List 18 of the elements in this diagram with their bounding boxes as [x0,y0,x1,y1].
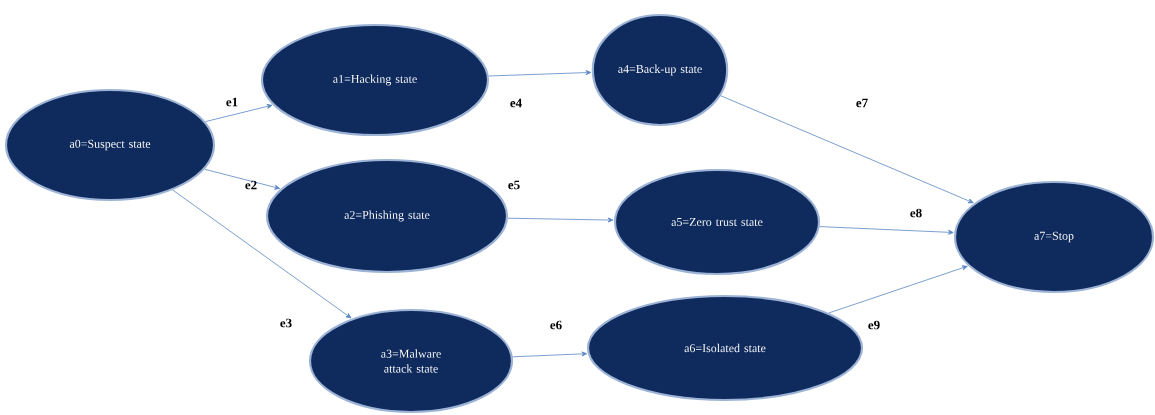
edge-label: e3 [280,318,292,328]
edge-label: e2 [245,180,257,190]
edge-label: e1 [226,97,238,107]
arrow [204,168,281,190]
arrow [720,95,974,204]
edge-label: e5 [508,180,520,190]
arrow [828,265,968,314]
edge-label: e8 [910,208,922,218]
arrow [819,226,954,235]
arrow [205,104,273,122]
arrow [172,189,352,319]
edge-label: e6 [550,320,562,330]
edge-label: e4 [510,98,522,108]
arrow [488,70,592,77]
edge-label: e9 [868,320,880,330]
arrow [512,351,588,358]
arrow [507,217,614,223]
edge-label: e7 [856,98,868,108]
